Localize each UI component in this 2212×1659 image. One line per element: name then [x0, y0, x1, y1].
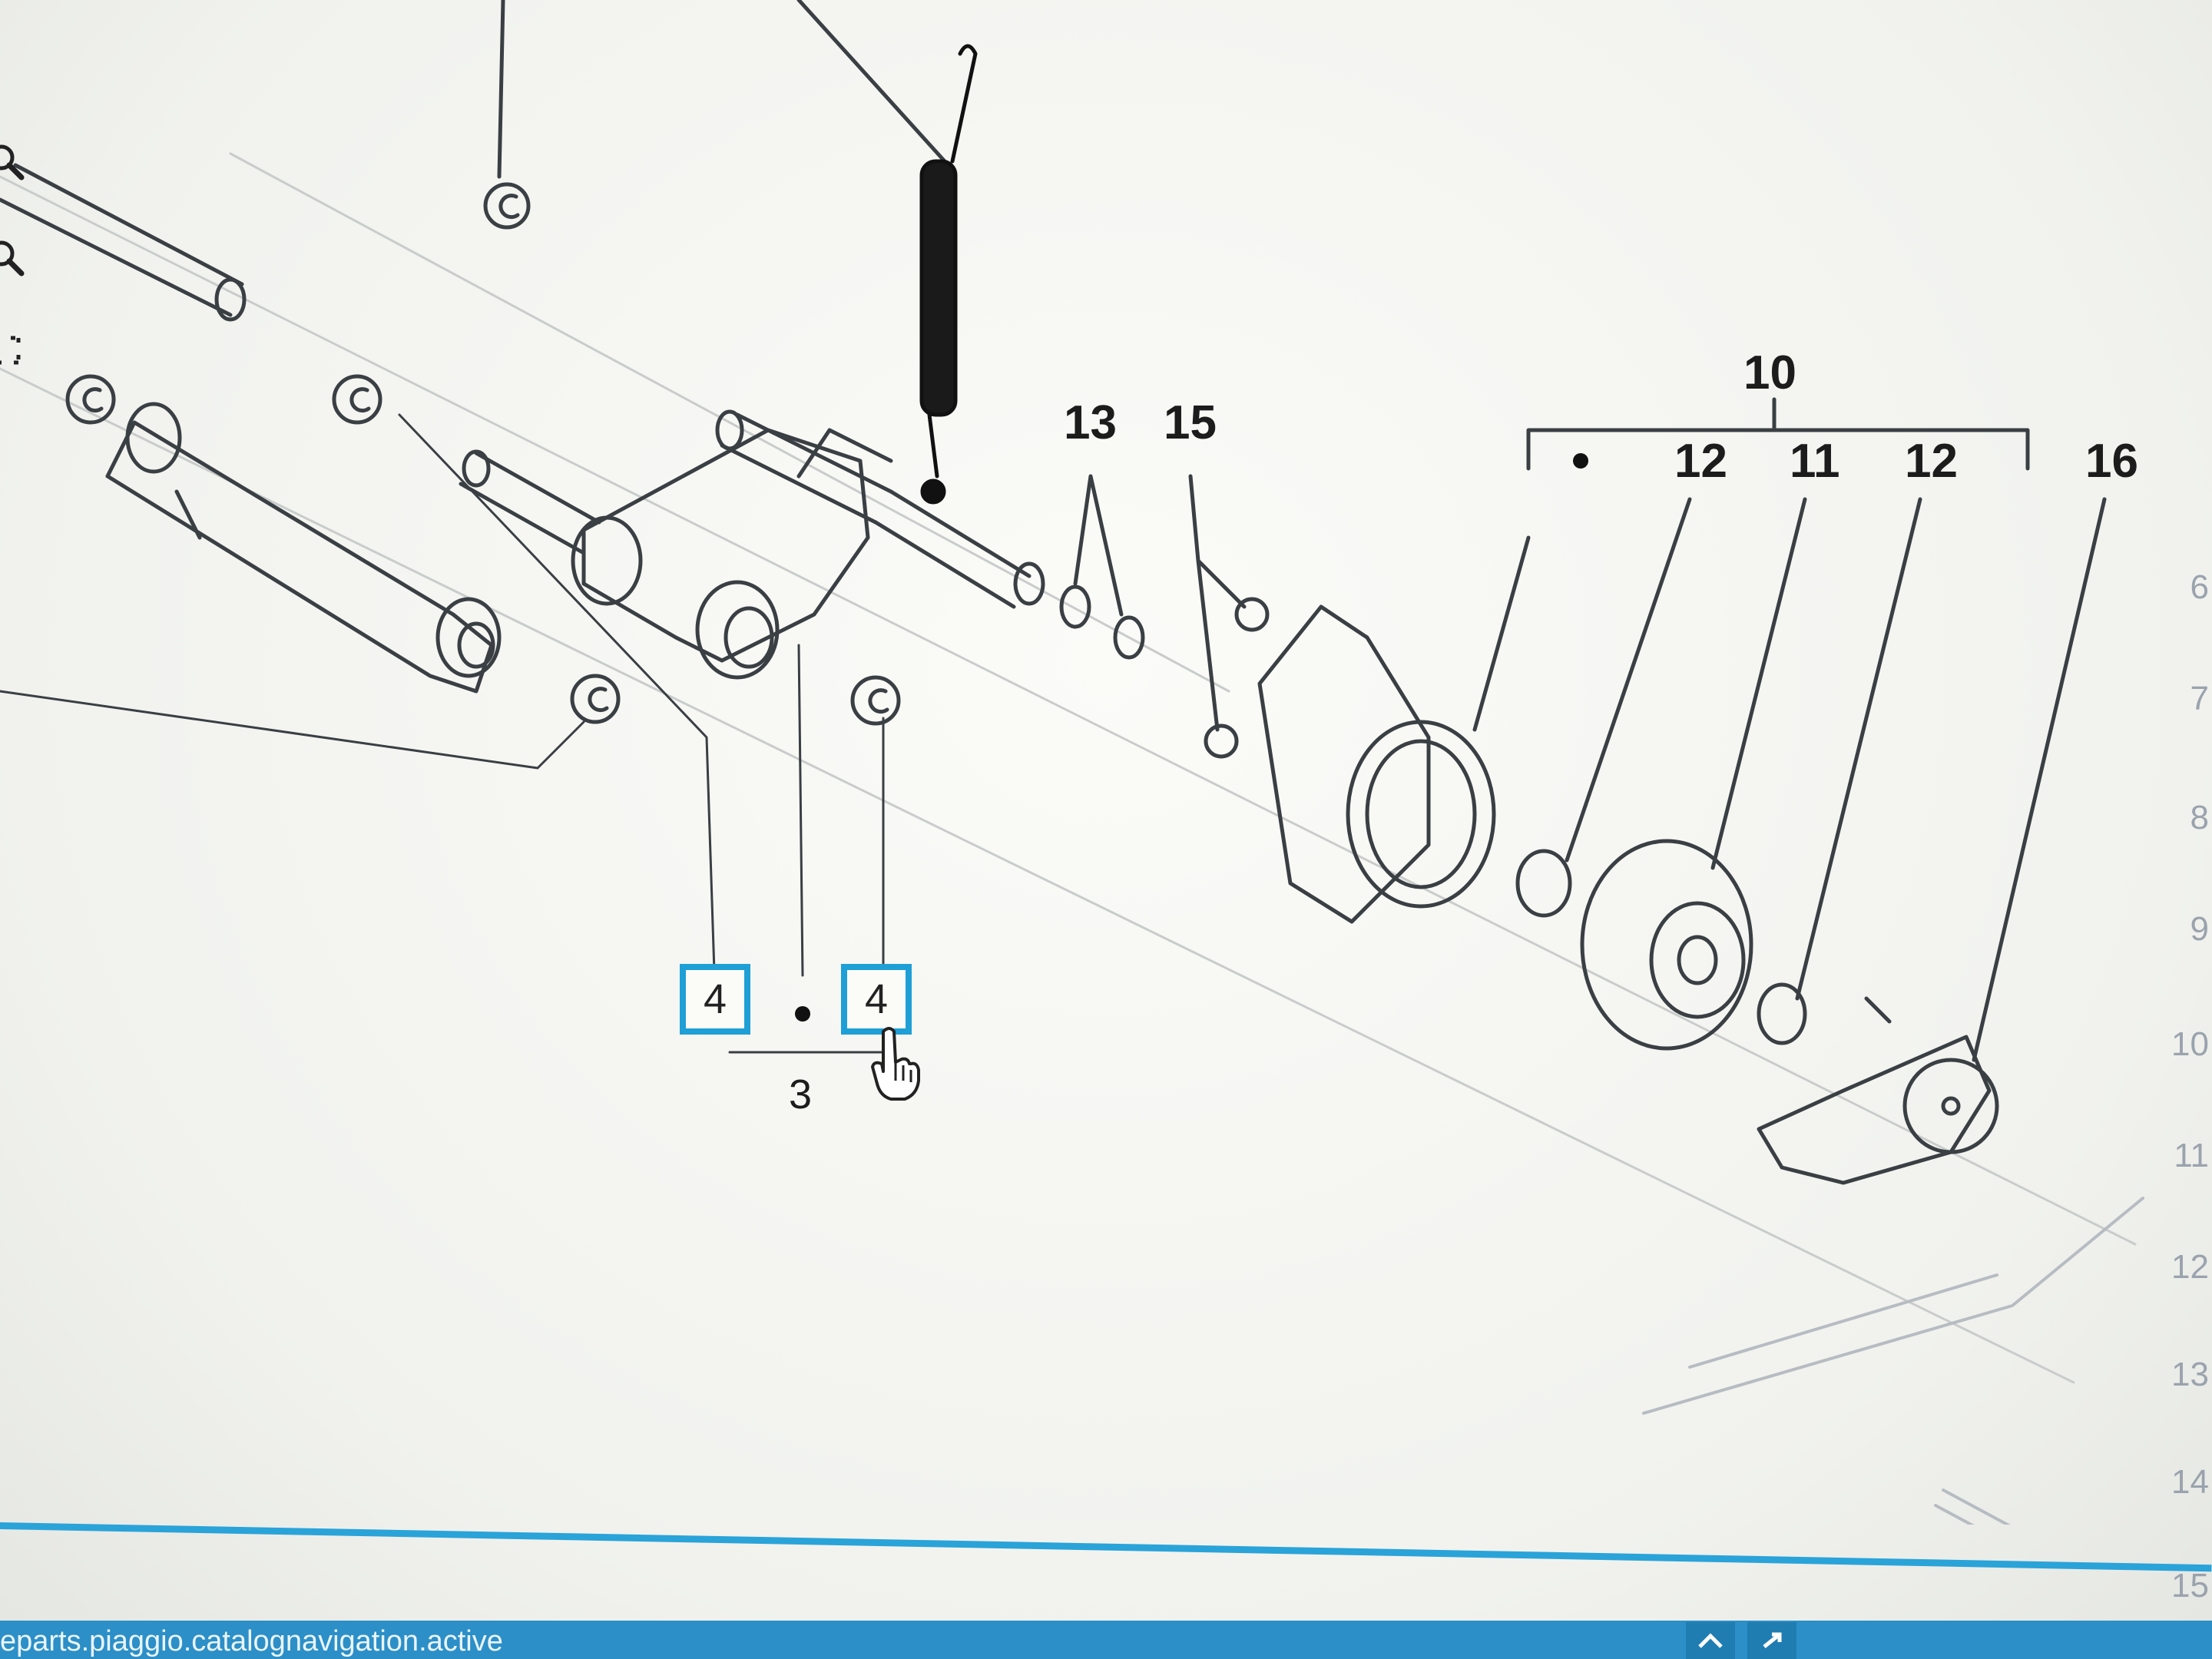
row-number: 8 — [2190, 799, 2209, 836]
ref-label-10[interactable]: 10 — [1743, 346, 1796, 399]
diagram-bottom-border — [0, 1522, 2212, 1572]
left-lever — [105, 402, 502, 694]
washers-13 — [1059, 474, 1145, 660]
bushing-12-left — [1515, 497, 1692, 918]
ref-label-16[interactable]: 16 — [2085, 435, 2138, 488]
row-number: 12 — [2171, 1248, 2209, 1286]
ref-label-12-left[interactable]: 12 — [1674, 435, 1727, 488]
ref-box-4-left[interactable]: 4 — [680, 964, 750, 1035]
fit-to-screen-icon[interactable] — [0, 330, 26, 370]
row-number-ruler: 6 7 8 9 10 11 12 13 14 15 — [2155, 0, 2212, 1604]
expand-icon[interactable] — [1747, 1622, 1796, 1659]
chevron-up-icon[interactable] — [1686, 1622, 1735, 1659]
row-number: 11 — [2174, 1137, 2209, 1174]
roller-11 — [1580, 497, 1807, 1051]
row-number: 9 — [2190, 910, 2209, 948]
ref-label-11[interactable]: 11 — [1790, 435, 1840, 488]
upper-shaft — [0, 163, 247, 322]
row-number: 13 — [2171, 1356, 2209, 1393]
cam-16 — [1757, 497, 2107, 1185]
hand-pointer-icon — [871, 1027, 920, 1101]
row-number: 15 — [2171, 1567, 2209, 1604]
ref-label-13[interactable]: 13 — [1064, 396, 1117, 449]
spring — [919, 44, 978, 505]
exploded-parts-diagram[interactable]: 10 13 15 12 11 12 16 3 4 4 — [0, 0, 2151, 1525]
status-url: eparts.piaggio.catalognavigation.active — [0, 1625, 503, 1657]
bushing-12-right — [1757, 497, 1922, 1045]
circlip-top — [483, 182, 531, 230]
nuts-15 — [1188, 474, 1270, 759]
ref-label-12-right[interactable]: 12 — [1905, 435, 1958, 488]
ref-label-15[interactable]: 15 — [1164, 396, 1217, 449]
status-bar — [0, 1621, 2212, 1659]
ref-box-4-right[interactable]: 4 — [841, 964, 912, 1035]
ref-label-3[interactable]: 3 — [789, 1071, 813, 1118]
housing-10 — [1257, 397, 2030, 924]
row-number: 7 — [2190, 680, 2209, 717]
row-number: 14 — [2171, 1463, 2209, 1501]
parts-drawing — [0, 0, 2144, 1525]
center-bracket — [459, 409, 1045, 680]
zoom-in-icon[interactable] — [0, 142, 26, 182]
zoom-out-icon[interactable] — [0, 238, 26, 278]
row-number: 6 — [2190, 568, 2209, 606]
row-number: 10 — [2171, 1025, 2209, 1063]
